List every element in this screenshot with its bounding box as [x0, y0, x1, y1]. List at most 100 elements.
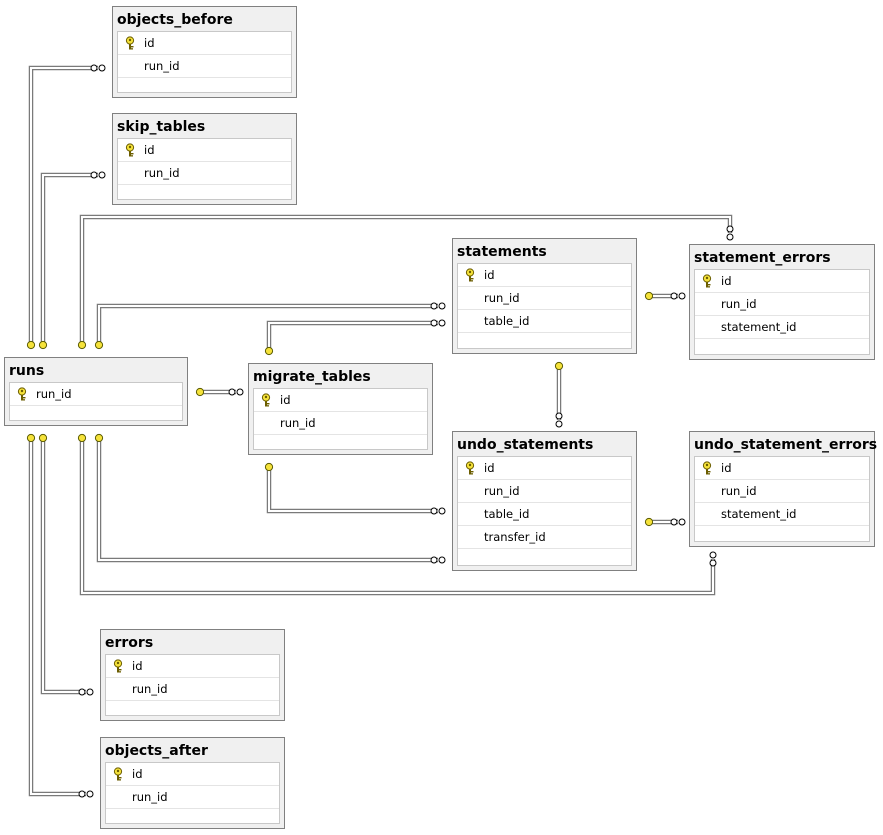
column-id[interactable]: id: [458, 264, 631, 287]
primary-key-icon: [465, 461, 475, 475]
column-id[interactable]: id: [106, 655, 279, 678]
column-name: id: [721, 274, 732, 288]
rel-runs-migrate_tables-connector[interactable]: [195, 387, 244, 397]
table-title[interactable]: errors: [105, 635, 154, 651]
column-name: statement_id: [721, 507, 797, 521]
rel-statements-statement_errors-infinity-icon: [670, 292, 686, 300]
rel-runs-statement_errors-infinity-icon: [726, 225, 734, 241]
column-list: id run_id: [117, 31, 292, 93]
column-id[interactable]: id: [695, 270, 869, 293]
table-title[interactable]: runs: [9, 363, 45, 379]
column-id[interactable]: id: [118, 32, 291, 55]
column-list: id run_id statement_id: [694, 269, 870, 355]
table-title[interactable]: statements: [457, 244, 547, 260]
primary-key-icon: [465, 268, 475, 282]
column-id[interactable]: id: [458, 457, 631, 480]
rel-runs-errors-infinity-icon: [78, 688, 94, 696]
rel-statements-undo_statements-connector[interactable]: [554, 361, 564, 428]
rel-migrate_tables-undo_statements-connector[interactable]: [264, 462, 446, 515]
table-errors[interactable]: errors id run_id: [100, 629, 285, 721]
primary-key-icon: [261, 393, 271, 407]
rel-runs-errors-key-icon: [38, 433, 48, 443]
column-run_id[interactable]: run_id: [458, 287, 631, 310]
column-run_id[interactable]: run_id: [254, 412, 427, 435]
column-id[interactable]: id: [254, 389, 427, 412]
column-statement_id[interactable]: statement_id: [695, 503, 869, 526]
column-id[interactable]: id: [106, 763, 279, 786]
column-name: run_id: [144, 59, 180, 73]
rel-runs-undo_statements-connector[interactable]: [94, 433, 446, 564]
column-run_id[interactable]: run_id: [458, 480, 631, 503]
rel-runs-skip_tables-connector[interactable]: [38, 171, 106, 350]
rel-runs-undo_statements-key-icon: [94, 433, 104, 443]
column-name: id: [484, 268, 495, 282]
primary-key-icon: [125, 143, 135, 157]
column-run_id[interactable]: run_id: [106, 786, 279, 809]
rel-runs-objects_after-key-icon: [26, 433, 36, 443]
primary-key-icon: [113, 767, 123, 781]
column-list: id run_id: [253, 388, 428, 450]
table-runs[interactable]: runs run_id: [4, 357, 188, 426]
rel-runs-undo_statement_errors-connector[interactable]: [77, 433, 717, 596]
column-transfer_id[interactable]: transfer_id: [458, 526, 631, 549]
rel-migrate_tables-statements-connector[interactable]: [264, 319, 446, 356]
column-statement_id[interactable]: statement_id: [695, 316, 869, 339]
column-name: run_id: [280, 416, 316, 430]
table-title[interactable]: skip_tables: [117, 119, 206, 135]
rel-undo_statements-undo_statement_errors-key-icon: [644, 517, 654, 527]
rel-runs-errors-connector[interactable]: [38, 433, 94, 696]
column-name: transfer_id: [484, 530, 546, 544]
table-title[interactable]: objects_before: [117, 12, 233, 28]
column-list: run_id: [9, 382, 183, 421]
rel-runs-objects_before-connector[interactable]: [26, 64, 106, 350]
column-name: run_id: [132, 682, 168, 696]
rel-undo_statements-undo_statement_errors-connector[interactable]: [644, 517, 686, 527]
column-id[interactable]: id: [695, 457, 869, 480]
column-name: statement_id: [721, 320, 797, 334]
rel-runs-objects_after-infinity-icon: [78, 790, 94, 798]
table-title[interactable]: statement_errors: [694, 250, 831, 266]
table-title[interactable]: migrate_tables: [253, 369, 371, 385]
primary-key-icon: [702, 274, 712, 288]
rel-runs-skip_tables-infinity-icon: [90, 171, 106, 179]
column-name: id: [144, 36, 155, 50]
column-name: id: [132, 767, 143, 781]
rel-runs-statements-connector[interactable]: [94, 302, 446, 350]
column-run_id[interactable]: run_id: [106, 678, 279, 701]
column-table_id[interactable]: table_id: [458, 503, 631, 526]
column-name: id: [144, 143, 155, 157]
rel-runs-objects_before-key-icon: [26, 340, 36, 350]
column-table_id[interactable]: table_id: [458, 310, 631, 333]
rel-runs-migrate_tables-key-icon: [195, 387, 205, 397]
column-run_id[interactable]: run_id: [118, 162, 291, 185]
primary-key-icon: [113, 659, 123, 673]
column-run_id[interactable]: run_id: [695, 480, 869, 503]
column-name: id: [721, 461, 732, 475]
rel-migrate_tables-undo_statements-infinity-icon: [430, 507, 446, 515]
table-title[interactable]: objects_after: [105, 743, 208, 759]
rel-statements-statement_errors-key-icon: [644, 291, 654, 301]
rel-runs-statement_errors-connector[interactable]: [77, 214, 734, 350]
column-list: id run_id: [105, 654, 280, 716]
column-name: table_id: [484, 507, 530, 521]
rel-runs-statements-infinity-icon: [430, 302, 446, 310]
column-run_id[interactable]: run_id: [118, 55, 291, 78]
table-title[interactable]: undo_statements: [457, 437, 594, 453]
table-title[interactable]: undo_statement_errors: [694, 437, 878, 453]
column-name: run_id: [144, 166, 180, 180]
rel-statements-statement_errors-connector[interactable]: [644, 291, 686, 301]
column-run_id[interactable]: run_id: [695, 293, 869, 316]
column-run_id[interactable]: run_id: [10, 383, 182, 406]
rel-runs-skip_tables-key-icon: [38, 340, 48, 350]
column-id[interactable]: id: [118, 139, 291, 162]
rel-runs-objects_after-connector[interactable]: [26, 433, 94, 798]
